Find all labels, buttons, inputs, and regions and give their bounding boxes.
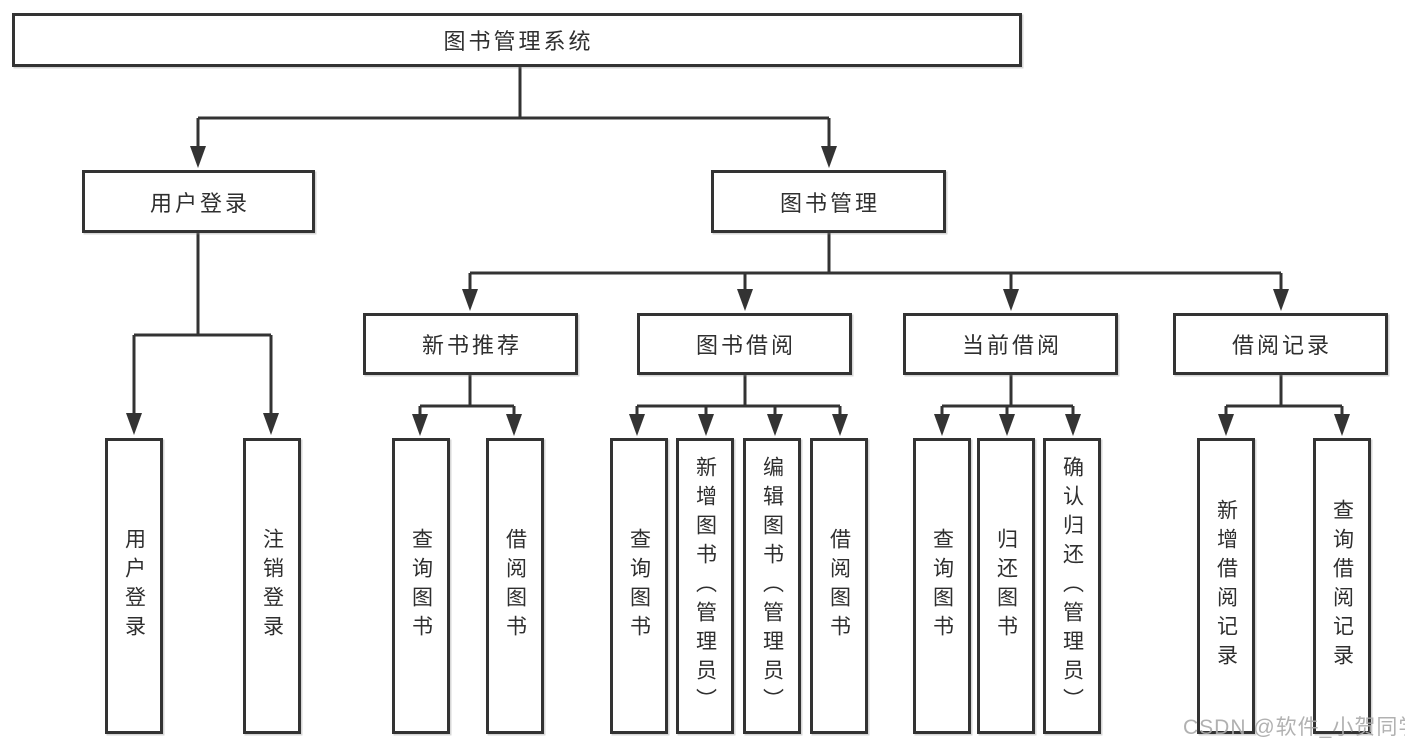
node-current-borrowing: 当前借阅 — [903, 313, 1118, 375]
leaf-query-books-current: 查询图书 — [913, 438, 971, 734]
leaf-label: 确认归还（管理员） — [1060, 455, 1084, 717]
leaf-query-books-recommend: 查询图书 — [392, 438, 450, 734]
leaf-label: 注销登录 — [260, 528, 284, 644]
leaf-label: 借阅图书 — [827, 528, 851, 644]
leaf-return-books: 归还图书 — [977, 438, 1035, 734]
node-library-management-system: 图书管理系统 — [12, 13, 1022, 67]
leaf-logout-login: 注销登录 — [243, 438, 301, 734]
node-book-management: 图书管理 — [711, 170, 946, 233]
leaf-label: 新增借阅记录 — [1214, 499, 1238, 673]
leaf-edit-books-admin: 编辑图书（管理员） — [743, 438, 801, 734]
leaf-query-borrow-record: 查询借阅记录 — [1313, 438, 1371, 734]
leaf-user-login: 用户登录 — [105, 438, 163, 734]
watermark-text: CSDN @软件_小贺同学 — [1183, 716, 1405, 739]
leaf-label: 新增图书（管理员） — [693, 455, 717, 717]
arrowheads — [126, 146, 1350, 436]
leaf-label: 查询图书 — [627, 528, 651, 644]
leaf-borrow-books-recommend: 借阅图书 — [486, 438, 544, 734]
leaf-confirm-return-admin: 确认归还（管理员） — [1043, 438, 1101, 734]
node-new-book-recommendation: 新书推荐 — [363, 313, 578, 375]
leaf-add-borrow-record: 新增借阅记录 — [1197, 438, 1255, 734]
leaf-label: 用户登录 — [122, 528, 146, 644]
leaf-query-books-borrowing: 查询图书 — [610, 438, 668, 734]
node-book-borrowing: 图书借阅 — [637, 313, 852, 375]
node-borrowing-records: 借阅记录 — [1173, 313, 1388, 375]
leaf-label: 借阅图书 — [503, 528, 527, 644]
leaf-label: 查询图书 — [930, 528, 954, 644]
leaf-label: 查询借阅记录 — [1330, 499, 1354, 673]
leaf-add-books-admin: 新增图书（管理员） — [676, 438, 734, 734]
leaf-label: 编辑图书（管理员） — [760, 455, 784, 717]
leaf-label: 查询图书 — [409, 528, 433, 644]
node-user-login: 用户登录 — [82, 170, 315, 233]
leaf-label: 归还图书 — [994, 528, 1018, 644]
leaf-borrow-books: 借阅图书 — [810, 438, 868, 734]
